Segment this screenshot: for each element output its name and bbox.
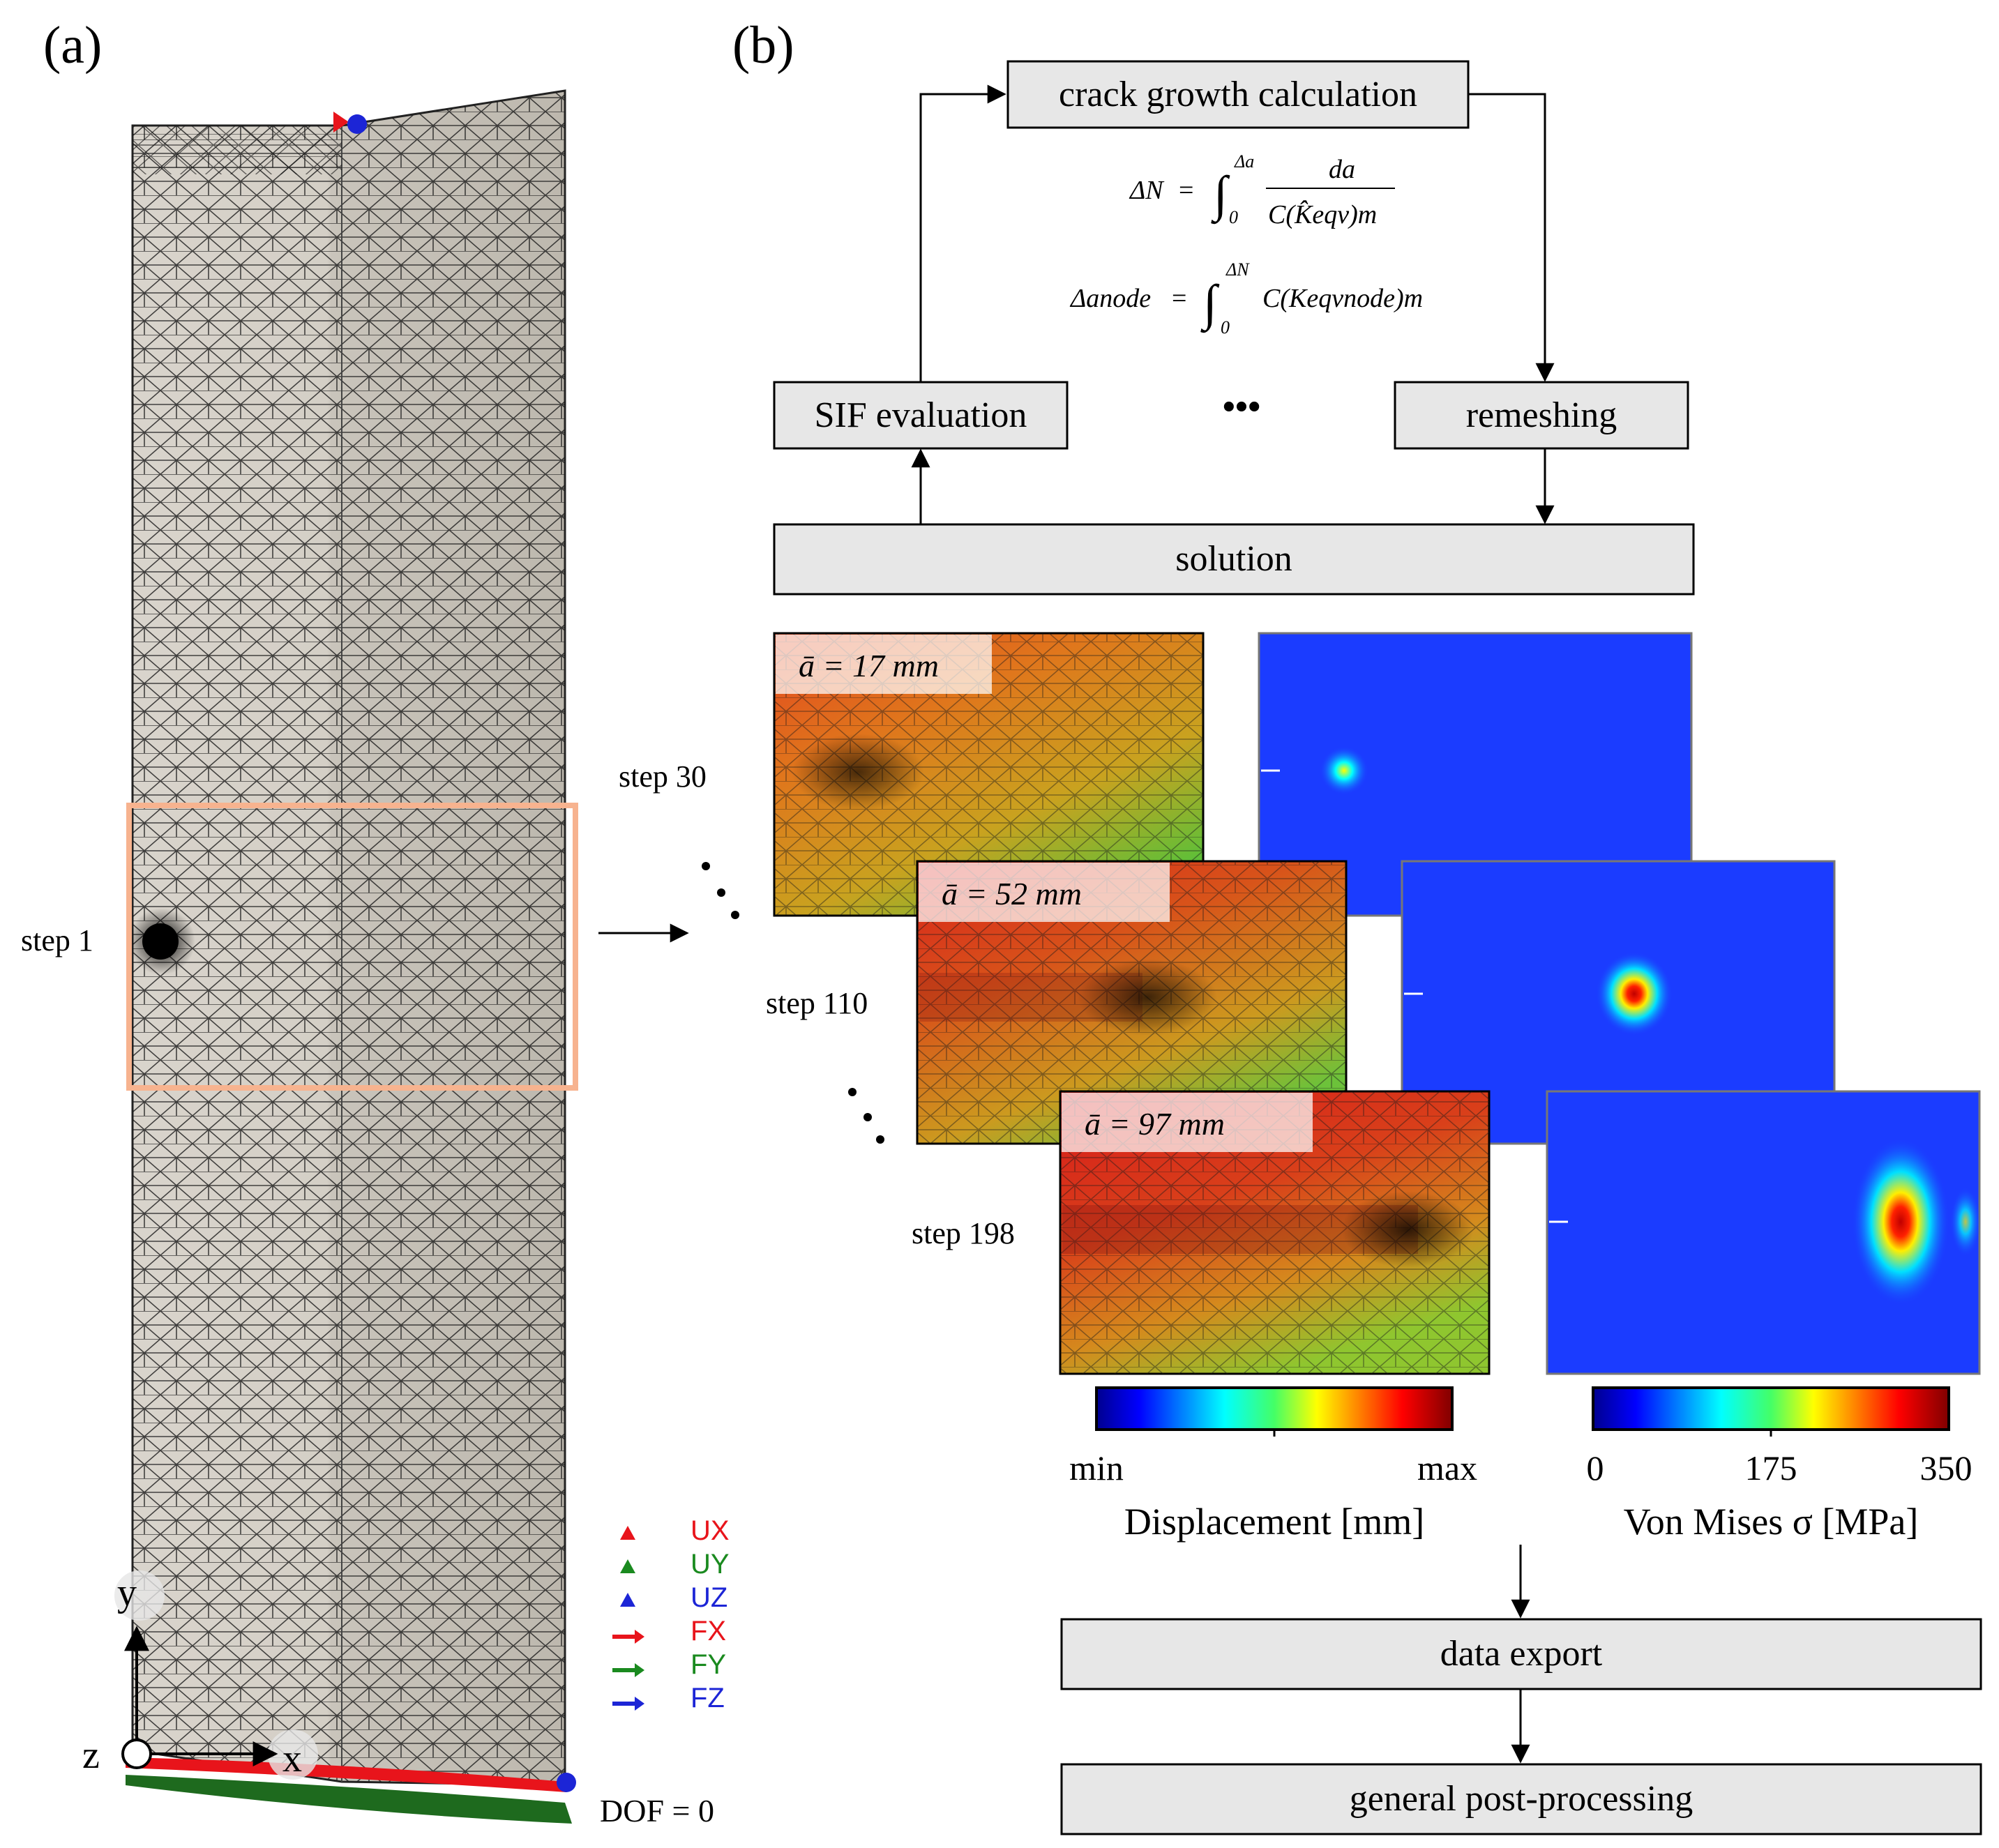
top-force-marker — [333, 112, 349, 132]
arrow-crack-growth-to-remeshing — [1468, 93, 1555, 382]
legend-mark-fz — [612, 1697, 644, 1711]
data-export-text: data export — [1440, 1634, 1603, 1674]
plate-top-refined — [133, 126, 342, 174]
crack-growth-box — [1006, 60, 1470, 129]
y-axis-label: y — [117, 1571, 137, 1614]
eq2-upper: ΔN — [1225, 259, 1250, 280]
legend-label-uz: UZ — [691, 1582, 727, 1613]
crack-length-box-step-110 — [919, 863, 1170, 922]
svg-text:=: = — [1172, 284, 1186, 313]
remeshing-text: remeshing — [1466, 395, 1617, 435]
bottom-dof-band-green — [126, 1775, 572, 1824]
dots-step-110 — [848, 1088, 884, 1144]
eq2-lhs: Δanode — [1069, 284, 1151, 313]
displacement-colorbar-gradient — [1095, 1386, 1454, 1431]
legend-mark-ux — [620, 1526, 635, 1540]
panel-a-label: (a) — [43, 16, 102, 75]
panel-b: (b) crack growth calculation SIF evaluat… — [619, 16, 1982, 1835]
eq1-lower: 0 — [1229, 207, 1238, 227]
data-export-box — [1060, 1618, 1982, 1690]
stress-colorbar-gradient — [1592, 1386, 1950, 1431]
solution-box — [773, 523, 1695, 596]
crack-length-step-198: ā = 97 mm — [1085, 1106, 1225, 1142]
top-support-node — [347, 114, 367, 134]
svg-text:∫: ∫ — [1211, 166, 1230, 225]
svg-text:=: = — [1179, 176, 1193, 205]
crack-growth-text: crack growth calculation — [1059, 75, 1417, 114]
eq1-upper: Δa — [1234, 151, 1254, 172]
eq2-integrand: C(Kеqvnode)m — [1262, 284, 1423, 313]
step-110-label: step 110 — [766, 986, 868, 1020]
displacement-title: Displacement [mm] — [1124, 1501, 1424, 1543]
flow-ellipsis: ••• — [1223, 387, 1261, 427]
dots-step-30 — [702, 862, 739, 919]
remeshing-box — [1394, 381, 1689, 450]
plate-mesh-lines — [133, 91, 565, 1785]
arrow-sif-to-crack-growth — [919, 84, 1006, 382]
step-30-label: step 30 — [619, 759, 707, 794]
z-axis-origin — [121, 1739, 152, 1769]
crack-length-step-30: ā = 17 mm — [799, 648, 939, 683]
stress-hotspot-step-198 — [1852, 1138, 1949, 1305]
sif-evaluation-text: SIF evaluation — [815, 395, 1027, 435]
legend-label-fx: FX — [691, 1616, 726, 1646]
displacement-colorbar: min max Displacement [mm] — [1069, 1386, 1477, 1543]
step-198-group: step 198 ā = 97 mm — [912, 1090, 1981, 1375]
legend-mark-uy — [620, 1559, 635, 1573]
crack-length-box-step-30 — [776, 635, 992, 694]
legend-label-ux: UX — [691, 1515, 730, 1546]
legend-mark-uz — [620, 1593, 635, 1607]
legend-label-fz: FZ — [691, 1683, 725, 1713]
bottom-dof-band-red — [126, 1757, 566, 1792]
sif-evaluation-box — [773, 381, 1069, 450]
stress-tick-175: 175 — [1745, 1448, 1797, 1487]
eq2-lower: 0 — [1221, 317, 1230, 338]
legend-mark-fx — [612, 1630, 644, 1644]
equation-delta-a-node: Δanode = ∫ ΔN 0 C(Kеqvnode)m — [1069, 259, 1423, 338]
stress-tick-350: 350 — [1920, 1448, 1972, 1487]
legend-mark-fy — [612, 1663, 644, 1677]
stress-title: Von Mises σ [MPa] — [1624, 1501, 1919, 1543]
step-1-label: step 1 — [21, 923, 93, 957]
legend-label-uy: UY — [691, 1549, 730, 1580]
stress-tick-0: 0 — [1587, 1448, 1604, 1487]
post-processing-box — [1060, 1763, 1982, 1835]
stress-colorbar: 0 175 350 Von Mises σ [MPa] — [1587, 1386, 1972, 1543]
svg-text:∫: ∫ — [1200, 275, 1220, 333]
legend-label-fy: FY — [691, 1649, 726, 1680]
displacement-max-label: max — [1417, 1448, 1477, 1487]
crack-length-box-step-198 — [1062, 1093, 1313, 1152]
eq1-lhs: ΔN — [1129, 176, 1165, 205]
step-1-highlight-box — [126, 803, 578, 1091]
bottom-support-node — [557, 1773, 576, 1792]
equation-delta-n: ΔN = ∫ Δa 0 da C(K̂eqv)m — [1129, 151, 1395, 229]
displacement-min-label: min — [1069, 1448, 1124, 1487]
x-axis-label: x — [282, 1737, 302, 1780]
post-processing-text: general post-processing — [1350, 1779, 1693, 1819]
panel-b-label: (b) — [732, 16, 794, 75]
coordinate-axes: y x z — [82, 1570, 318, 1780]
dof-label: DOF = 0 — [600, 1793, 714, 1828]
eq1-denominator: C(K̂eqv)m — [1268, 200, 1377, 229]
panel-a: (a) step 1 y x z — [21, 16, 739, 1828]
stress-hotspot-step-110 — [1596, 952, 1673, 1036]
eq1-numerator: da — [1329, 155, 1355, 184]
crack-tip-core — [142, 923, 179, 960]
z-axis-label: z — [82, 1734, 100, 1777]
step-198-label: step 198 — [912, 1216, 1015, 1250]
solution-text: solution — [1175, 539, 1292, 579]
stress-hotspot-step-30 — [1320, 746, 1368, 795]
crack-length-step-110: ā = 52 mm — [942, 876, 1082, 911]
